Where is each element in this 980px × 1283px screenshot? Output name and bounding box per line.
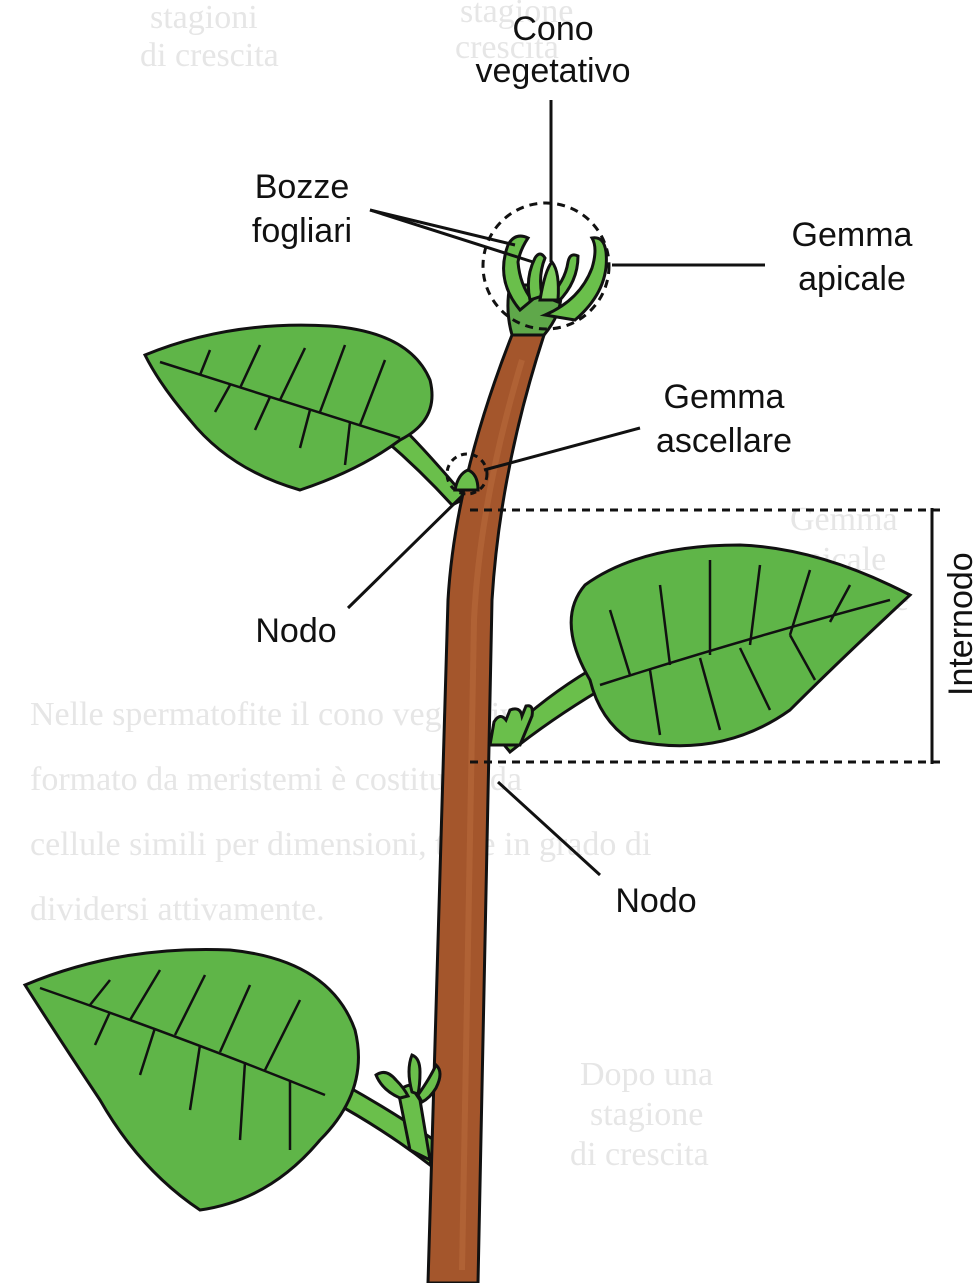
upper-left-leaf xyxy=(145,325,432,490)
gemma-ascellare-line1: Gemma xyxy=(664,378,785,416)
cono-label-line2: vegetativo xyxy=(476,52,631,90)
ghost-bottom-3: di crescita xyxy=(570,1136,709,1173)
apical-bud xyxy=(504,236,607,335)
ghost-right-1: Gemma xyxy=(790,501,898,538)
bozze-leader-2 xyxy=(370,210,533,262)
nodo-upper-label: Nodo xyxy=(255,612,336,650)
gemma-apicale-line1: Gemma xyxy=(792,216,913,254)
lower-left-leaf xyxy=(25,949,358,1210)
label-bozze-fogliari: Bozze fogliari xyxy=(252,168,352,250)
ghost-top-left-1: stagioni xyxy=(150,0,258,36)
ghost-top-left-2: di crescita xyxy=(140,37,279,74)
gemma-apicale-line2: apicale xyxy=(798,260,906,298)
ghost-body-4: dividersi attivamente. xyxy=(30,891,325,928)
label-gemma-ascellare: Gemma ascellare xyxy=(656,378,792,460)
bozze-label-line2: fogliari xyxy=(252,212,352,250)
nodo-lower-label: Nodo xyxy=(615,882,696,920)
bozze-label-line1: Bozze xyxy=(255,168,350,206)
ghost-bottom-2: stagione xyxy=(590,1096,703,1133)
axillary-bud xyxy=(455,470,478,490)
ghost-bottom-1: Dopo una xyxy=(580,1056,713,1093)
middle-right-leaf xyxy=(571,545,910,746)
ghost-body-3: cellule simili per dimensioni, tutte in … xyxy=(30,826,651,863)
internodo-label: Internodo xyxy=(942,552,980,696)
nodo-upper-leader xyxy=(348,496,462,608)
cono-label-line1: Cono xyxy=(512,10,593,48)
label-gemma-apicale: Gemma apicale xyxy=(792,216,913,298)
bozze-leader-1 xyxy=(370,210,515,245)
gemma-ascellare-line2: ascellare xyxy=(656,422,792,460)
